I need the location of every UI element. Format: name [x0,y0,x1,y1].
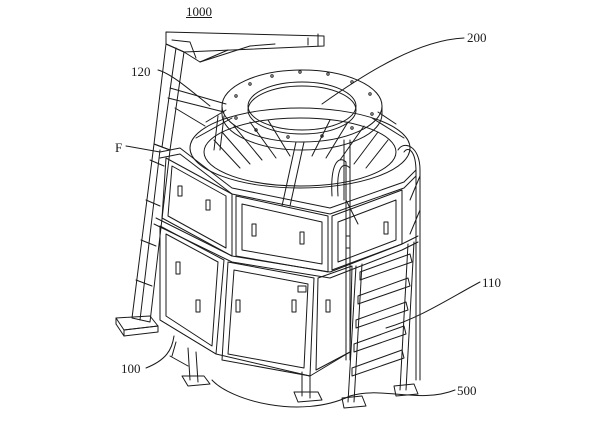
leader-lines [125,37,481,408]
ring-struts [213,115,351,207]
label-500: 500 [457,383,477,398]
ladder [331,145,421,409]
label-110: 110 [482,275,502,290]
label-120: 120 [131,64,151,79]
label-200: 200 [467,30,487,45]
crane-bracket [115,31,325,337]
label-F: F [115,140,123,155]
legs-base [169,341,323,403]
label-1000: 1000 [186,4,212,19]
body-lower [159,225,353,377]
body-rail [153,217,419,279]
label-100: 100 [121,361,141,376]
top-ring [221,69,383,151]
